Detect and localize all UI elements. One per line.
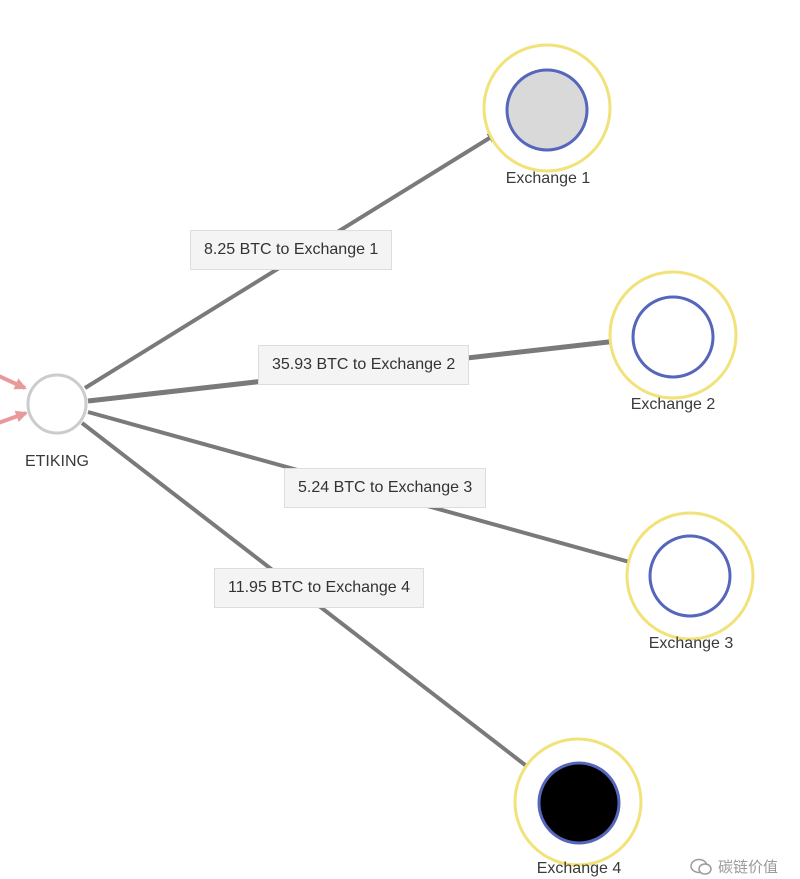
edge-label-exchange-4: 11.95 BTC to Exchange 4 — [214, 568, 425, 608]
node-exchange-3[interactable]: Exchange 3 — [625, 511, 755, 652]
node-exchange-1[interactable]: Exchange 1 — [482, 43, 612, 187]
incoming-edge — [0, 410, 28, 425]
node-exchange-2[interactable]: Exchange 2 — [608, 270, 738, 413]
edge-label-exchange-3: 5.24 BTC to Exchange 3 — [284, 468, 487, 508]
wechat-icon — [690, 858, 712, 875]
incoming-edge — [0, 374, 27, 390]
exchange-2-circle — [631, 295, 715, 379]
exchange-2-label: Exchange 2 — [631, 396, 716, 413]
exchange-1-label: Exchange 1 — [506, 170, 591, 187]
watermark-text: 碳链价值 — [717, 858, 778, 876]
exchange-4-label: Exchange 4 — [537, 860, 622, 877]
node-etiking[interactable]: ETIKING — [25, 373, 89, 470]
edge-label-exchange-1: 8.25 BTC to Exchange 1 — [190, 230, 393, 270]
exchange-3-circle — [648, 534, 732, 618]
node-exchange-4[interactable]: Exchange 4 — [513, 737, 643, 877]
watermark: 碳链价值 — [690, 856, 778, 877]
exchange-4-circle — [537, 761, 621, 845]
edge-label-exchange-2: 35.93 BTC to Exchange 2 — [258, 345, 470, 385]
etiking-label: ETIKING — [25, 453, 89, 470]
etiking-circle — [26, 373, 88, 435]
exchange-1-circle — [505, 68, 589, 152]
exchange-3-label: Exchange 3 — [649, 635, 734, 652]
